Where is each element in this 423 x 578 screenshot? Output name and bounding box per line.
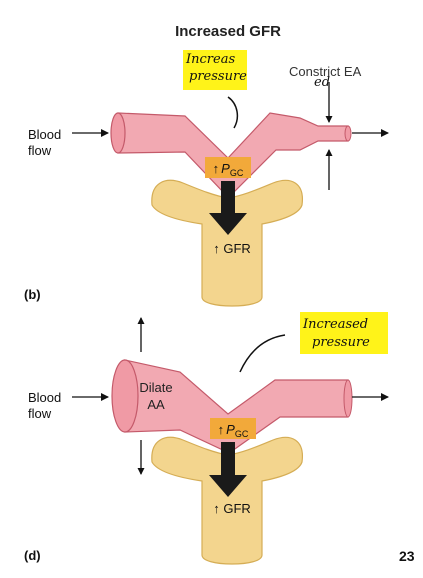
constrict-ea-handwritten: ed [314,75,330,90]
constrict-ea-label: Constrict EA [289,64,362,79]
gfr-label-d: ↑ GFR [213,501,251,516]
gfr-label-b: ↑ GFR [213,241,251,256]
afferent-arteriole-end-b [110,112,126,154]
blood-flow-label-d-2: flow [28,406,52,421]
annotation-d-pointer [239,334,286,373]
figure-title: Increased GFR [175,23,281,40]
pgc-box-b [205,157,251,178]
bowman-capsule-tubule-d [151,436,303,565]
panel-d: Dilate AA ↑PGC ↑ GFR Blood flow Increase… [24,312,389,565]
dilate-aa-label-line1: Dilate [139,380,172,395]
pgc-box-d [210,418,256,439]
annotation-b-pointer [227,96,239,129]
panel-label-b: (b) [24,287,41,302]
filtration-arrow-d [209,442,247,497]
page-number: 23 [399,548,415,564]
annotation-d-line2: pressure [312,335,370,350]
handwritten-annotation-b: Increas pressure [183,50,247,129]
pgc-label-d: ↑PGC [218,422,249,439]
pgc-label-b: ↑PGC [213,161,244,178]
panel-b: ↑PGC ↑ GFR Blood flow Constrict EA ed In… [24,50,389,307]
highlight-d [300,312,388,354]
filtration-arrow-b [209,181,247,235]
blood-flow-label-b-2: flow [28,143,52,158]
handwritten-annotation-d: Increased pressure [239,312,388,373]
annotation-d-line1: Increased [302,317,368,332]
efferent-arteriole-end-d [343,379,353,418]
panel-label-d: (d) [24,548,41,563]
annotation-b-line1: Increas [185,52,235,67]
afferent-arteriole-end-d [111,359,139,433]
annotation-b-line2: pressure [189,69,247,84]
efferent-arteriole-end-b [344,125,352,142]
glomerular-capillary-d [124,359,349,452]
highlight-b [183,50,247,90]
blood-flow-label-b: Blood [28,127,61,142]
bowman-capsule-tubule-b [151,179,303,307]
blood-flow-label-d: Blood [28,390,61,405]
dilate-aa-label-line2: AA [147,397,165,412]
